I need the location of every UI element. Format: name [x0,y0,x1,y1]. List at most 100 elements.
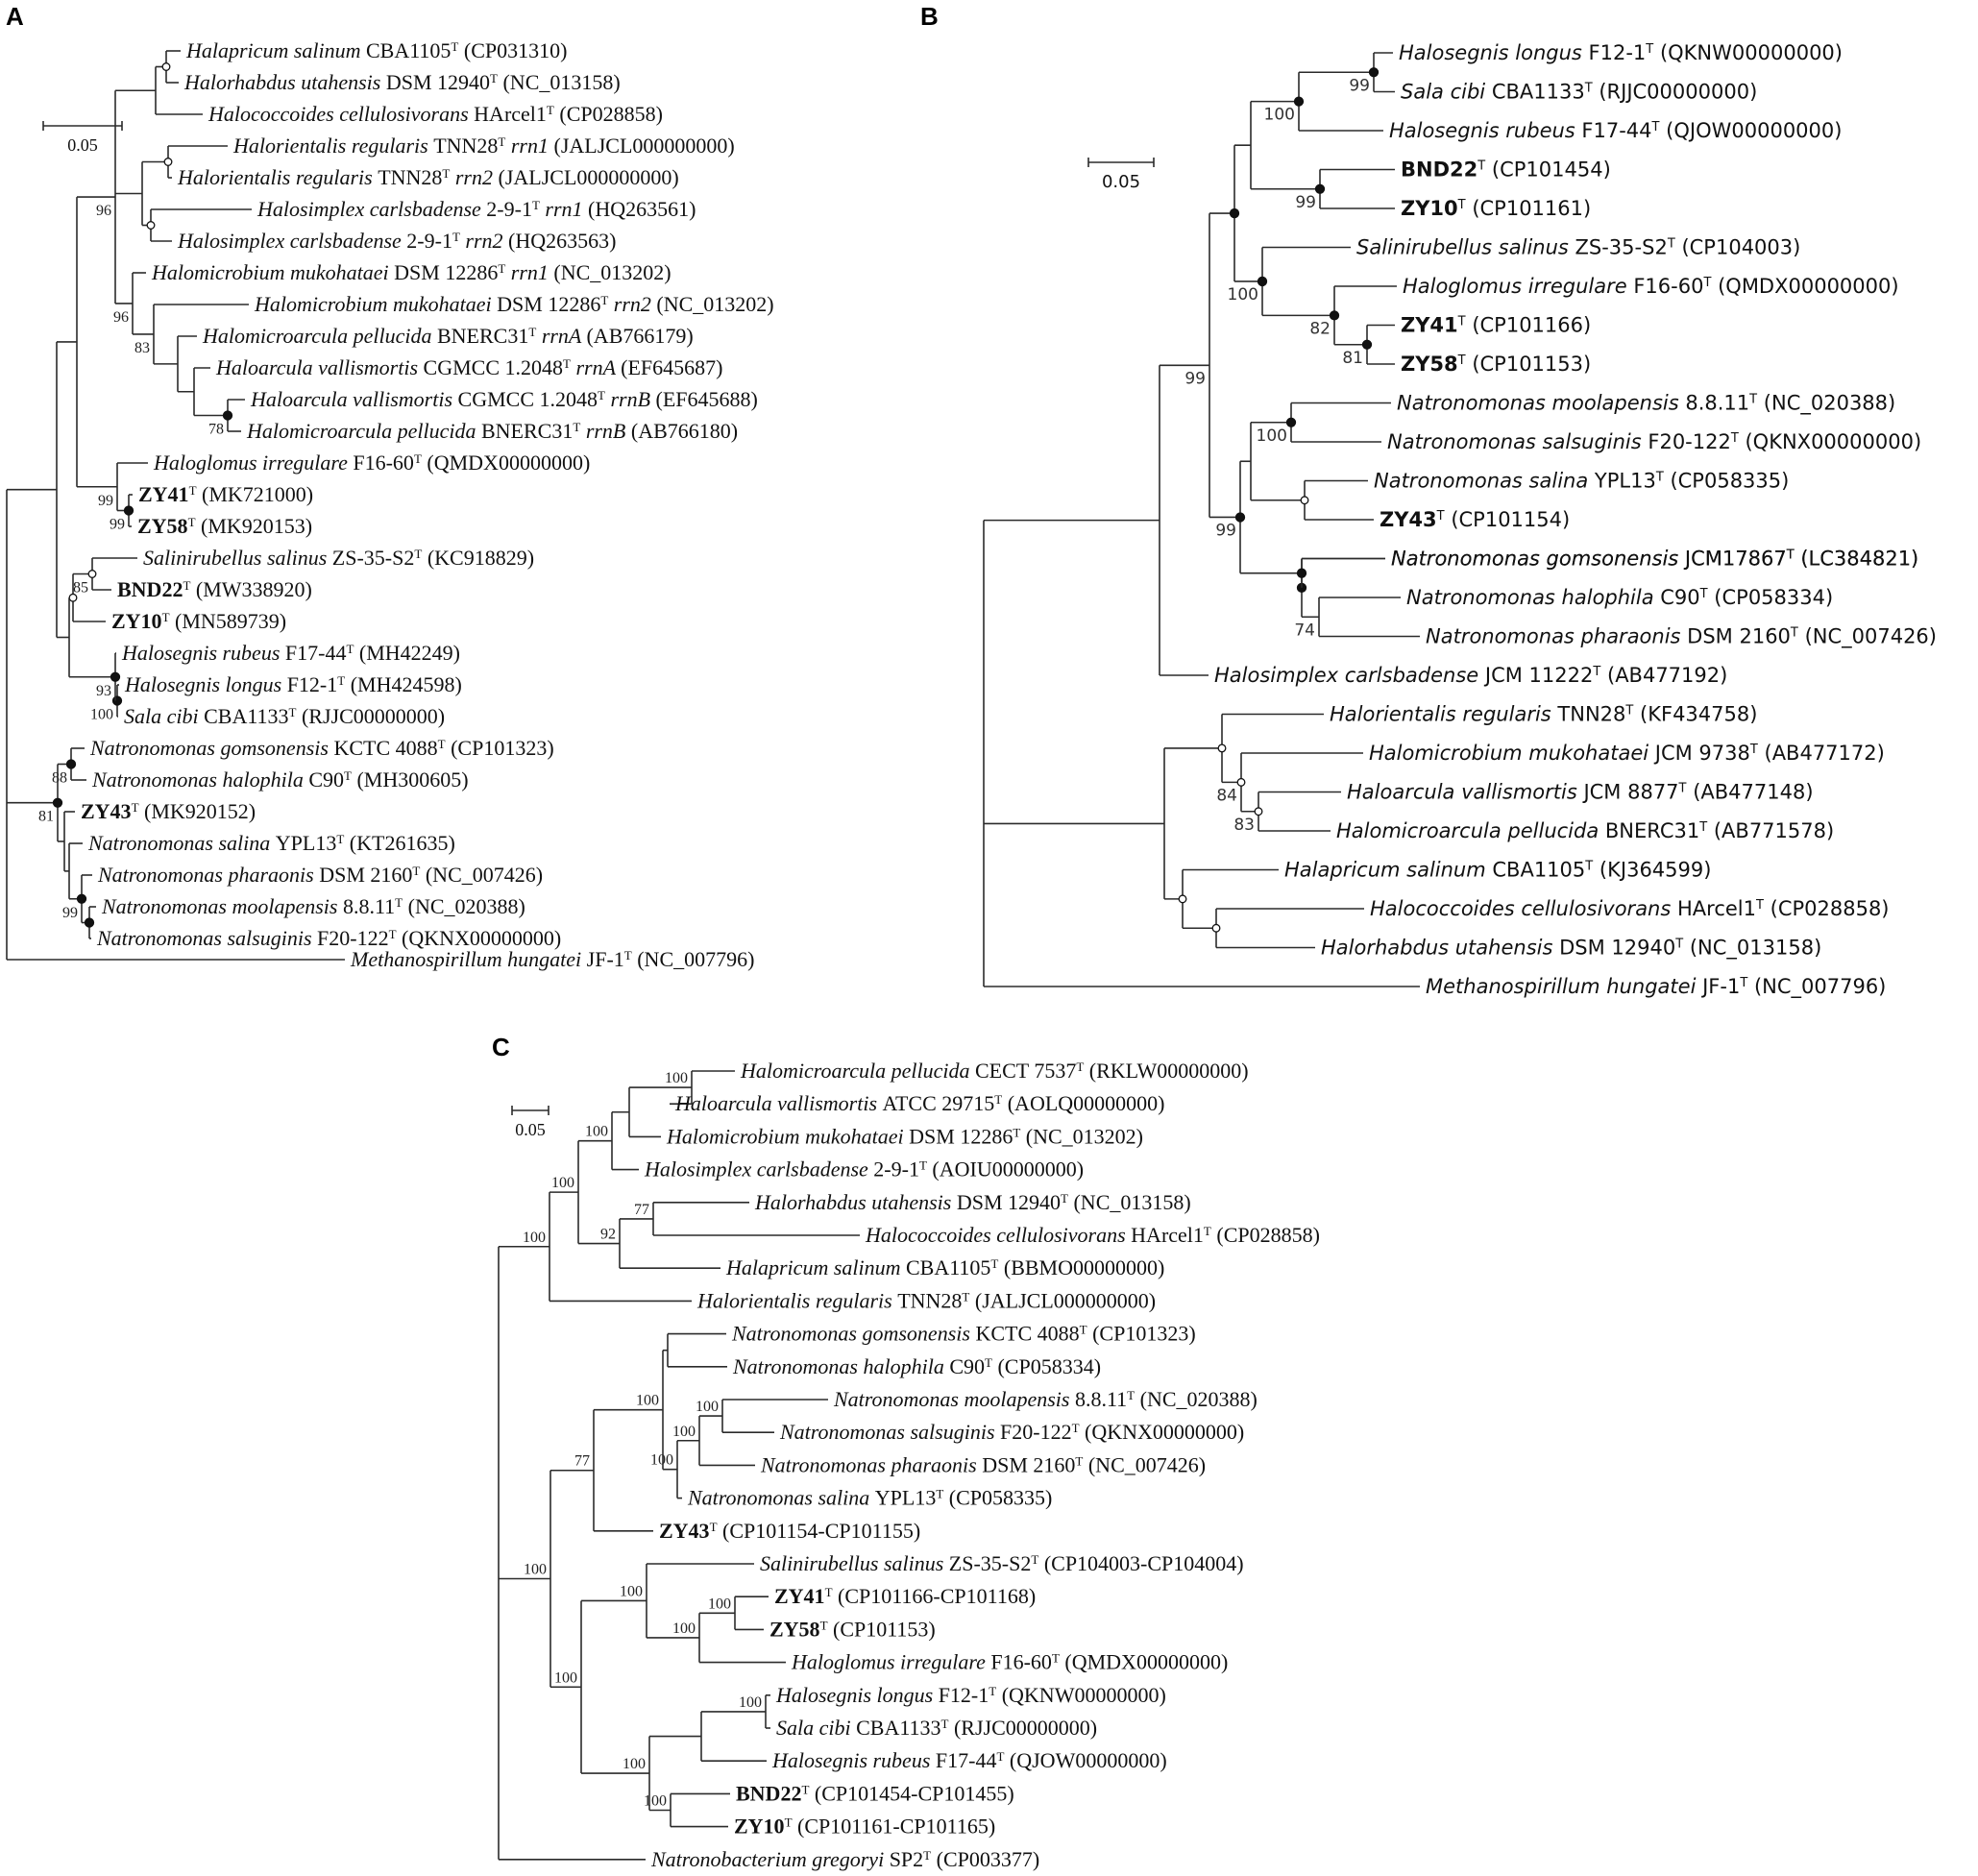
node-marker-filled [52,797,63,808]
taxon-label: Natronomonas halophila C90T (MH300605) [91,767,469,792]
bootstrap-value: 92 [600,1227,616,1243]
taxon-label: Halococcoides cellulosivorans HArcel1T (… [208,102,663,126]
bootstrap-value: 88 [52,770,67,787]
taxon-label: ZY41T (CP101166-CP101168) [774,1584,1036,1608]
taxon-label: Halosegnis longus F12-1T (QKNW00000000) [1399,41,1843,64]
node-marker-open [68,593,78,602]
taxon-label: Haloglomus irregulare F16-60T (QMDX00000… [1403,275,1899,298]
taxon-label: BND22T (CP101454-CP101455) [736,1781,1014,1805]
node-marker-open [1211,923,1221,933]
bootstrap-value: 96 [113,309,129,326]
node-marker-open [1300,496,1309,505]
taxon-label: Natronomonas salsuginis F20-122T (QKNX00… [96,926,561,950]
bootstrap-value: 99 [1184,369,1206,388]
taxon-label: Halorhabdus utahensis DSM 12940T (NC_013… [183,70,621,94]
bootstrap-value: 100 [524,1561,547,1577]
taxon-label: Halococcoides cellulosivorans HArcel1T (… [1370,897,1890,920]
taxon-label: Halosimplex carlsbadense 2-9-1T rrn2 (HQ… [177,229,616,253]
bootstrap-value: 100 [620,1583,643,1599]
taxon-label: Natronomonas salina YPL13T (KT261635) [87,831,455,855]
bootstrap-value: 85 [73,580,88,597]
bootstrap-value: 99 [110,517,125,533]
taxon-label: Natronomonas salina YPL13T (CP058335) [1374,470,1789,493]
taxon-label: ZY41T (MK721000) [138,482,313,506]
taxon-label: Natronomonas moolapensis 8.8.11T (NC_020… [833,1387,1258,1411]
taxon-label: Halosegnis rubeus F17-44T (MH42249) [121,641,460,665]
taxon-label: ZY41T (CP101166) [1401,314,1591,337]
taxon-label: Halosimplex carlsbadense 2-9-1T (AOIU000… [644,1157,1084,1182]
taxon-label: Sala cibi CBA1133T (RJJC00000000) [776,1716,1097,1740]
taxon-label: BND22T (CP101454) [1401,158,1611,182]
bootstrap-value: 100 [551,1175,574,1191]
bootstrap-value: 99 [1215,521,1236,540]
bootstrap-value: 100 [650,1452,673,1469]
taxon-label: Natronomonas pharaonis DSM 2160T (NC_007… [760,1452,1206,1476]
taxon-label: Salinirubellus salinus ZS-35-S2T (CP1040… [760,1551,1244,1575]
tree-panel-c: 1001007792100100100100100100771001001001… [498,1059,1320,1871]
taxon-label: ZY10T (CP101161) [1401,197,1591,220]
taxon-label: Halomicroarcula pellucida BNERC31T (AB77… [1336,819,1834,842]
taxon-label: Salinirubellus salinus ZS-35-S2T (KC9188… [143,546,534,570]
taxon-label: Halomicrobium mukohataei DSM 12286T (NC_… [666,1124,1143,1148]
node-marker-filled [1234,512,1246,523]
taxon-label: Halomicroarcula pellucida BNERC31T rrnB … [246,419,738,443]
taxon-label: Natronomonas pharaonis DSM 2160T (NC_007… [97,863,543,887]
taxon-label: Sala cibi CBA1133T (RJJC00000000) [1401,81,1757,104]
node-marker-filled [1296,568,1307,578]
bootstrap-value: 99 [1295,193,1316,212]
panel-label-c: C [492,1033,510,1061]
taxon-label: ZY58T (MK920153) [137,514,312,538]
taxon-label: Natronomonas halophila C90T (CP058334) [732,1354,1101,1378]
taxon-label: Halomicroarcula pellucida CECT 7537T (RK… [740,1059,1249,1083]
taxon-label: Halomicroarcula pellucida BNERC31T rrnA … [202,324,694,348]
taxon-label: Halapricum salinum CBA1105T (CP031310) [185,38,567,62]
node-marker-filled [111,695,123,706]
bootstrap-value: 100 [636,1393,659,1409]
taxon-label: Halapricum salinum CBA1105T (BBMO0000000… [725,1255,1164,1279]
bootstrap-value: 83 [134,340,150,356]
taxon-label: Natronomonas salsuginis F20-122T (QKNX00… [1387,430,1921,453]
bootstrap-value: 99 [62,905,78,921]
taxon-label: ZY10T (MN589739) [111,609,286,633]
node-marker-open [146,221,156,230]
node-marker-filled [1229,207,1240,219]
taxon-label: Haloarcula vallismortis CGMCC 1.2048T rr… [250,387,758,411]
taxon-label: ZY10T (CP101161-CP101165) [734,1815,995,1839]
bootstrap-value: 81 [1342,349,1363,368]
node-marker-filled [84,917,95,928]
taxon-label: Salinirubellus salinus ZS-35-S2T (CP1040… [1356,236,1800,259]
taxon-label: Natronobacterium gregoryi SP2T (CP003377… [650,1847,1039,1871]
node-marker-open [1236,777,1246,787]
taxon-label: Halosimplex carlsbadense JCM 11222T (AB4… [1214,664,1727,687]
bootstrap-value: 100 [708,1596,731,1612]
bootstrap-value: 82 [1309,319,1331,338]
taxon-label: Natronomonas gomsonensis JCM17867T (LC38… [1391,548,1918,571]
taxon-label: Halosegnis rubeus F17-44T (QJOW00000000) [771,1748,1167,1772]
taxon-label: Halapricum salinum CBA1105T (KJ364599) [1284,859,1711,882]
bootstrap-value: 78 [208,422,224,438]
taxon-label: Halorhabdus utahensis DSM 12940T (NC_013… [754,1190,1191,1214]
scale-bar: 0.05 [511,1106,549,1139]
taxon-label: Natronomonas moolapensis 8.8.11T (NC_020… [101,894,525,918]
bootstrap-value: 100 [90,707,113,723]
taxon-label: Halomicrobium mukohataei DSM 12286T rrn2… [254,292,774,316]
bootstrap-value: 83 [1233,816,1255,835]
bootstrap-value: 84 [1216,786,1237,805]
bootstrap-value: 100 [644,1793,667,1810]
node-marker-filled [110,671,121,682]
taxon-label: Halorientalis regularis TNN28T rrn2 (JAL… [177,165,679,189]
taxon-label: Haloarcula vallismortis JCM 8877T (AB477… [1347,781,1814,804]
node-marker-filled [1293,96,1305,107]
bootstrap-value: 100 [1264,106,1295,125]
node-marker-open [161,62,171,71]
scale-bar-label: 0.05 [515,1120,546,1139]
taxon-label: Natronomonas moolapensis 8.8.11T (NC_020… [1397,392,1895,416]
bootstrap-value: 100 [672,1424,696,1440]
bootstrap-value: 81 [38,809,54,825]
node-marker-open [1178,894,1187,904]
node-marker-filled [1257,276,1268,287]
bootstrap-value: 100 [665,1070,688,1086]
taxon-label: ZY43T (MK920152) [81,799,256,823]
